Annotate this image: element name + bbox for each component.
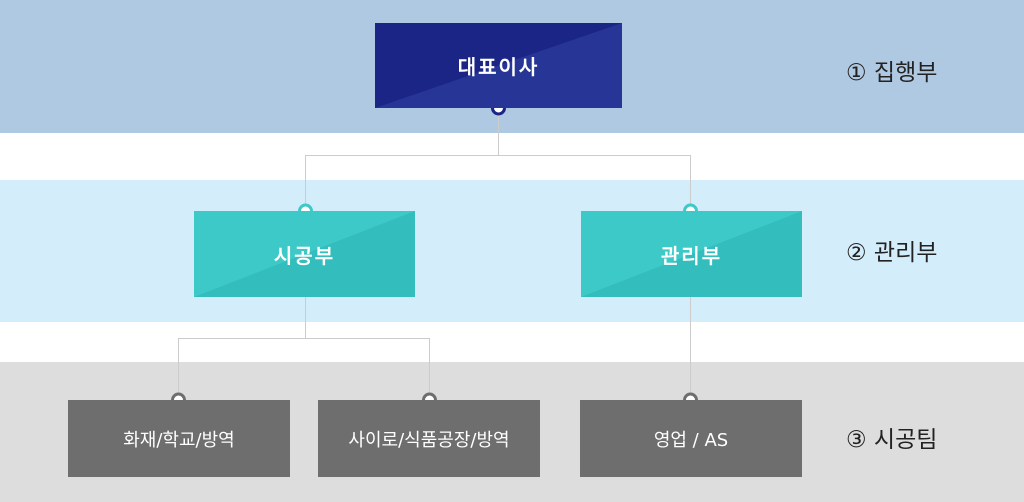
level-label-teams: ③ 시공팀 [846,427,938,453]
node-ceo-label: 대표이사 [457,55,540,79]
node-team-sales-as: 영업 / AS [580,400,802,477]
connector-construction-to-teams [178,297,430,400]
node-ceo: 대표이사 [375,23,622,108]
node-construction-dept: 시공부 [194,211,415,297]
node-team-silo-food-factory-label: 사이로/식품공장/방역 [348,429,510,451]
node-team-fire-school-disinfection: 화재/학교/방역 [68,400,290,477]
connector-ceo-to-departments [305,108,691,211]
node-team-silo-food-factory: 사이로/식품공장/방역 [318,400,540,477]
node-construction-dept-label: 시공부 [273,243,336,268]
level-label-executive: ① 집행부 [846,60,938,86]
node-management-dept-label: 관리부 [660,243,723,268]
level-band-management [0,180,1024,322]
level-label-management: ② 관리부 [846,240,938,266]
node-team-sales-as-label: 영업 / AS [653,429,729,451]
node-management-dept: 관리부 [581,211,802,297]
node-team-fire-school-disinfection-label: 화재/학교/방역 [123,429,235,451]
